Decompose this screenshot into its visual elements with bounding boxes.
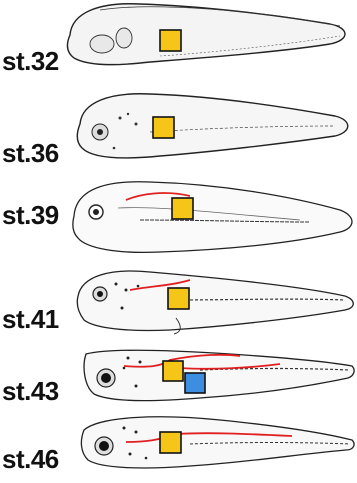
yellow-marker [153, 117, 174, 138]
stage-label: st.36 [2, 138, 59, 169]
stage-label: st.41 [2, 304, 59, 335]
yellow-marker [160, 30, 181, 51]
stage-row-39: st.39 [0, 176, 357, 256]
yellow-marker [160, 432, 181, 453]
yellow-marker [172, 198, 193, 219]
blue-marker [185, 373, 205, 393]
stage-label: st.46 [2, 444, 59, 475]
stage-row-43: st.43 [0, 346, 357, 408]
stage-label: st.39 [2, 200, 59, 231]
stage-label: st.43 [2, 376, 59, 407]
stage-label: st.32 [2, 46, 59, 77]
stage-row-41: st.41 [0, 266, 357, 346]
stage-row-46: st.46 [0, 410, 357, 482]
stage-row-36: st.36 [0, 88, 357, 170]
yellow-marker [168, 288, 189, 309]
yellow-marker [163, 361, 183, 381]
stage-row-32: st.32 [0, 0, 357, 80]
